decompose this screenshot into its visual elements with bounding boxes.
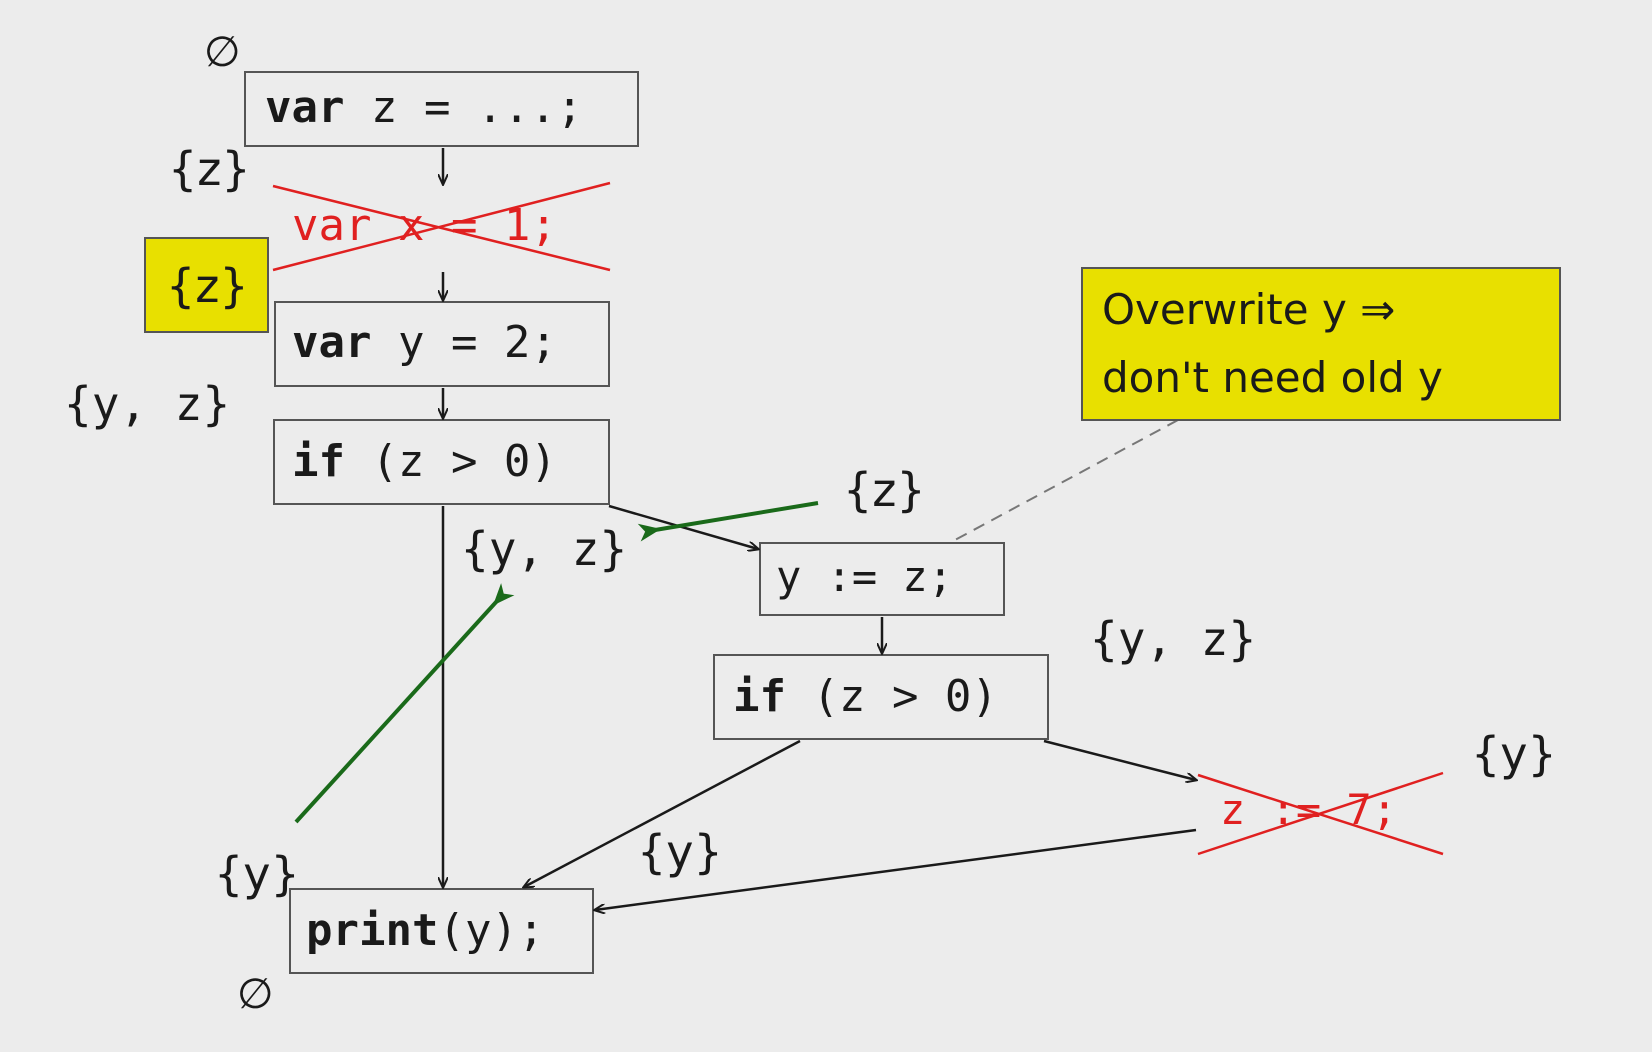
live-set-print-in: {y} <box>214 847 300 901</box>
keyword-print: print <box>306 905 438 956</box>
var-z-rest: z = ...; <box>344 82 582 133</box>
node-print: print(y); <box>289 888 594 974</box>
live-set-after-var-y: {y, z} <box>64 377 230 431</box>
edge-if-2-to-assign-z <box>1043 739 1196 780</box>
live-set-entry: ∅ <box>204 27 241 76</box>
live-set-after-assign-z: {y} <box>1471 727 1557 781</box>
highlight-live-set: {z} <box>144 237 269 333</box>
live-set-if-2-out: {y} <box>637 825 723 879</box>
edge-if-2-to-print <box>524 739 801 887</box>
live-set-if-1-branch: {y, z} <box>461 522 627 576</box>
highlight-live-set-text: {z} <box>166 259 249 313</box>
node-var-y: var y = 2; <box>274 301 610 387</box>
print-args: (y); <box>438 905 544 956</box>
live-set-exit: ∅ <box>237 969 274 1018</box>
assign-y-text: y := z; <box>776 552 953 601</box>
live-set-after-assign-y: {y, z} <box>1090 612 1256 666</box>
strike-line <box>1197 771 1444 856</box>
note-line-1: Overwrite y ⇒ <box>1102 285 1395 334</box>
node-assign-y: y := z; <box>759 542 1005 616</box>
node-assign-z-dead: z := 7; <box>1197 771 1444 856</box>
live-variable-sets: ∅ {z} {y, z} {z} {y, z} {y, z} {y} {y} {… <box>64 27 1557 1018</box>
live-set-if-1-true-in: {z} <box>843 463 926 517</box>
keyword-var: var <box>265 82 344 133</box>
if-1-condition: (z > 0) <box>345 436 557 487</box>
strike-line <box>272 184 611 272</box>
svg-text:if (z > 0): if (z > 0) <box>292 436 557 487</box>
svg-text:print(y);: print(y); <box>306 905 544 956</box>
node-if-1: if (z > 0) <box>273 419 610 505</box>
callout-leader <box>954 419 1179 541</box>
svg-text:var z = ...;: var z = ...; <box>265 82 583 133</box>
keyword-var: var <box>292 317 371 368</box>
strike-line <box>272 181 611 272</box>
control-flow-edges <box>443 148 1196 910</box>
edge-assign-z-to-print <box>595 828 1197 910</box>
node-var-z: var z = ...; <box>244 71 639 147</box>
green-arrow-z-to-branch <box>637 501 819 542</box>
svg-text:if (z > 0): if (z > 0) <box>733 671 998 722</box>
keyword-if: if <box>733 671 786 722</box>
svg-text:var y = 2;: var y = 2; <box>292 317 557 368</box>
edge-if-1-to-assign-y <box>608 504 758 549</box>
keyword-if: if <box>292 436 345 487</box>
live-set-after-var-z: {z} <box>168 142 251 196</box>
var-y-rest: y = 2; <box>371 317 556 368</box>
if-2-condition: (z > 0) <box>786 671 998 722</box>
note-callout: Overwrite y ⇒ don't need old y <box>954 267 1561 541</box>
node-var-x-dead: var x = 1; <box>272 181 611 272</box>
backward-flow-arrows <box>294 501 819 824</box>
note-line-2: don't need old y <box>1102 353 1443 402</box>
node-if-2: if (z > 0) <box>713 654 1049 740</box>
green-arrow-print-to-branch <box>294 583 515 824</box>
